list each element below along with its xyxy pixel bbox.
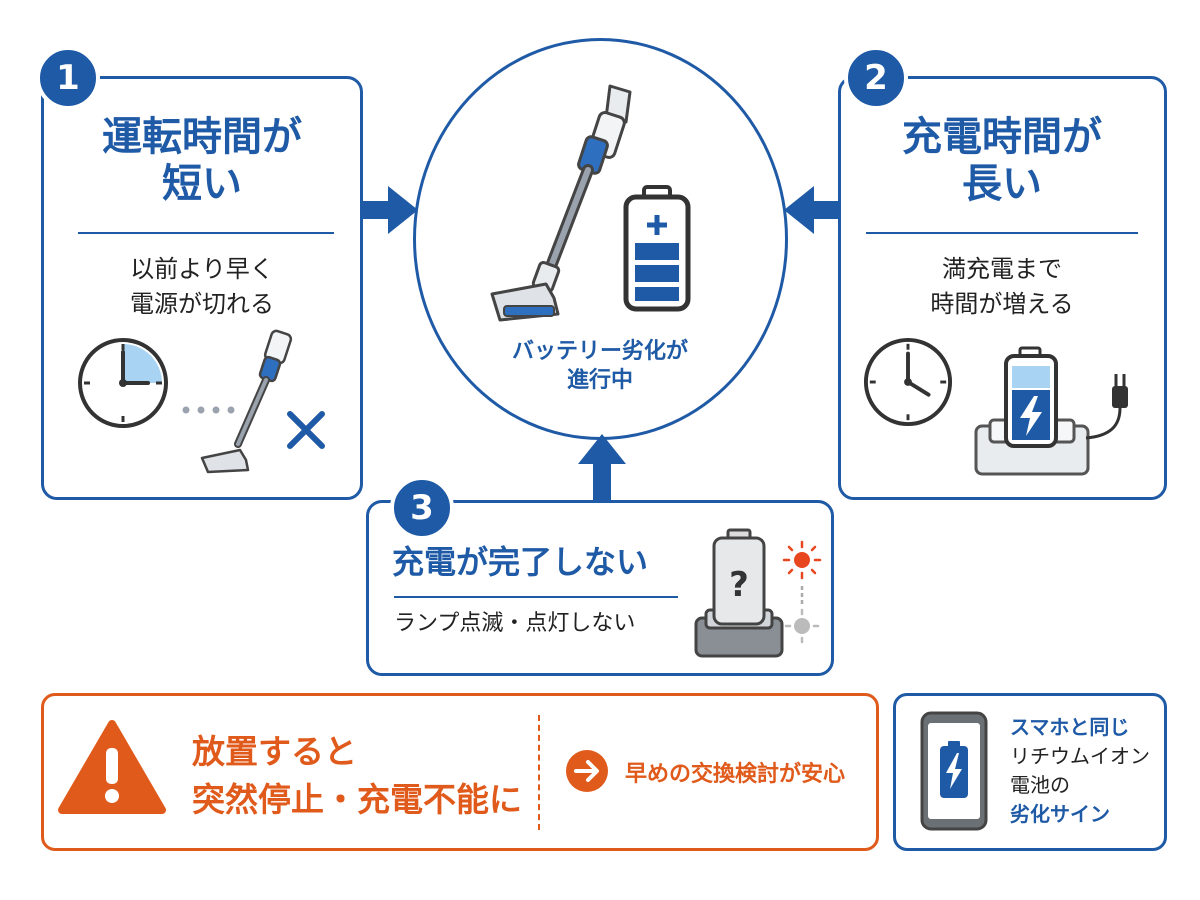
unknown-battery-icon: ? (694, 528, 784, 658)
arrow-card3-to-center (578, 434, 626, 504)
warning-triangle-icon (58, 720, 166, 814)
advice-text: 早めの交換検討が安心 (625, 762, 846, 787)
step-badge-1: 1 (36, 46, 100, 110)
center-circle (413, 38, 788, 440)
plug-icon (1085, 374, 1128, 440)
arrow-right-circle-icon (566, 750, 608, 792)
arrow-card2-to-center (784, 186, 842, 234)
smartphone-battery-icon (920, 711, 988, 831)
card1-title: 運転時間が 短い (44, 114, 360, 208)
arrow-card1-to-center (360, 186, 418, 234)
card1-description: 以前より早く 電源が切れる (44, 252, 360, 322)
cross-icon (287, 411, 325, 449)
center-caption-line1: バッテリー劣化が (511, 339, 688, 364)
clock-icon (863, 337, 953, 427)
card1-title-line1: 運転時間が (102, 114, 302, 160)
info-text: スマホと同じ リチウムイオン 電池の 劣化サイン (1010, 713, 1150, 829)
info-line3: 電池の (1010, 773, 1070, 797)
card2-title: 充電時間が 長い (840, 114, 1164, 208)
charging-battery-icon (974, 346, 1090, 476)
svg-text:?: ? (729, 565, 749, 605)
info-line2: リチウムイオン (1010, 744, 1150, 768)
card3-divider (394, 596, 678, 598)
info-line1: スマホと同じ (1010, 715, 1130, 739)
card2-divider (866, 232, 1138, 234)
stick-vacuum-icon (200, 329, 293, 474)
card1-title-line2: 短い (162, 161, 242, 208)
warning-divider (538, 715, 540, 830)
dotted-line-decoration (182, 406, 235, 414)
step-badge-2: 2 (844, 46, 908, 110)
card2-desc-line2: 時間が増える (930, 289, 1074, 318)
stick-vacuum-icon (490, 84, 632, 322)
warning-line1: 放置すると (192, 732, 357, 771)
card3-title: 充電が完了しない (392, 543, 649, 581)
card3-description: ランプ点滅・点灯しない (394, 611, 636, 636)
card2-title-line1: 充電時間が (902, 114, 1102, 160)
step-badge-3: 3 (390, 476, 454, 540)
info-line4: 劣化サイン (1010, 802, 1110, 826)
warning-title: 放置すると 突然停止・充電不能に (192, 728, 522, 824)
card1-desc-line2: 電源が切れる (130, 289, 274, 318)
card2-title-line2: 長い (962, 161, 1042, 208)
battery-icon (623, 185, 691, 312)
warning-line2: 突然停止・充電不能に (192, 779, 522, 819)
card1-divider (78, 232, 334, 234)
clock-icon (78, 338, 168, 428)
card2-description: 満充電まで 時間が増える (840, 252, 1164, 322)
warning-box (41, 693, 879, 851)
indicator-light-icon (782, 540, 822, 644)
card2-desc-line1: 満充電まで (942, 255, 1062, 283)
center-caption-line2: 進行中 (566, 367, 633, 393)
card1-desc-line1: 以前より早く (130, 255, 274, 283)
center-caption: バッテリー劣化が 進行中 (460, 338, 740, 395)
